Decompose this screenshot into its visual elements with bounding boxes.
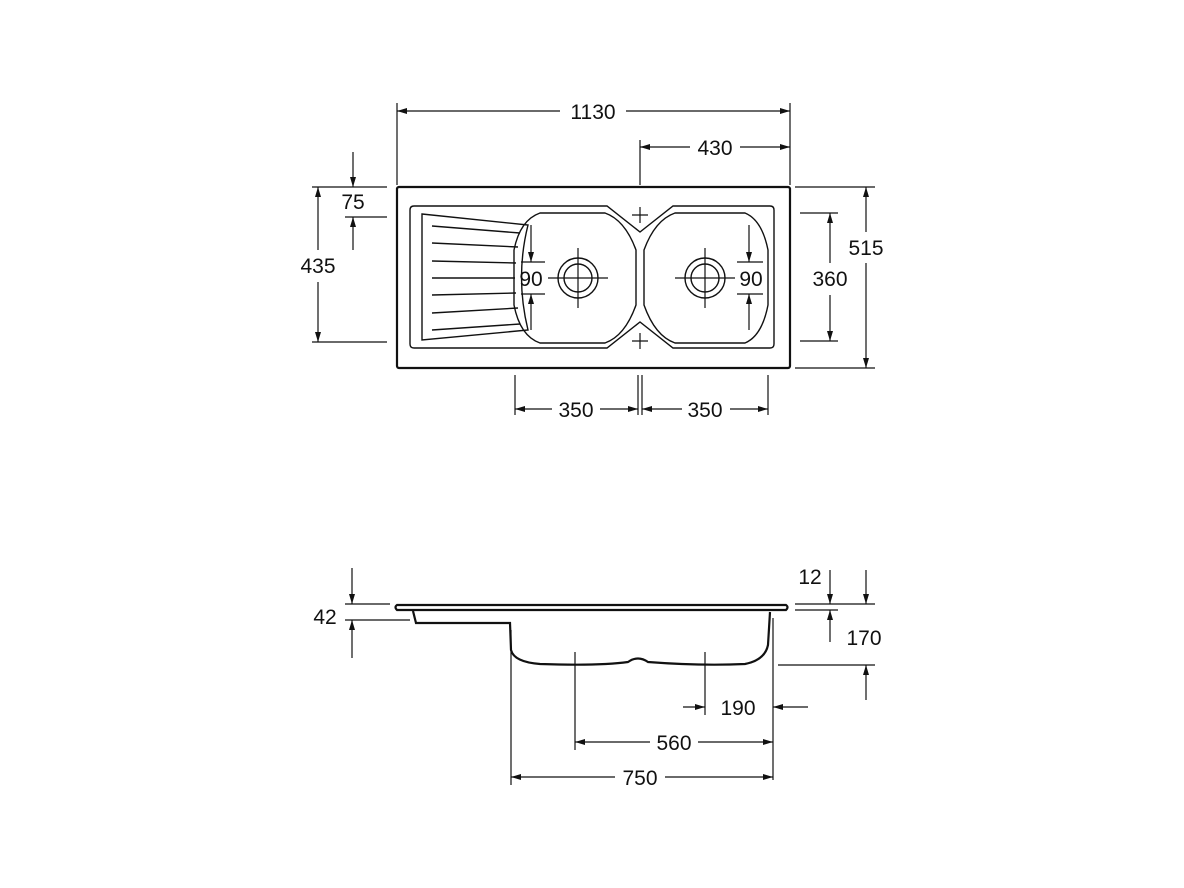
dim-drain-spacing: 560 [656, 732, 691, 755]
left-bowl [513, 212, 637, 344]
right-drain [675, 248, 735, 308]
dim-drainer-depth: 435 [300, 255, 335, 278]
dim-bowl-depth-side: 170 [846, 627, 881, 650]
dim-left-bowl-width: 350 [558, 399, 593, 422]
dim-drain-right: 90 [739, 268, 762, 291]
dim-drain-left: 90 [519, 268, 542, 291]
dim-overall-depth: 515 [848, 237, 883, 260]
dim-rim-height: 42 [313, 606, 336, 629]
dim-rim-to-bowl: 75 [341, 191, 364, 214]
dim-lip-thickness: 12 [798, 566, 821, 589]
inner-rim [409, 205, 775, 349]
dim-bowls-width: 750 [622, 767, 657, 790]
dim-bowl-depth: 360 [812, 268, 847, 291]
tap-hole-marker-bottom [632, 333, 648, 349]
bowl-profile [411, 610, 772, 666]
sink-outline [395, 185, 792, 370]
side-view: 42 12 170 190 560 750 [313, 566, 881, 790]
left-drain [548, 248, 608, 308]
dim-right-bowl-width: 350 [687, 399, 722, 422]
dim-bowl-offset: 430 [697, 137, 732, 160]
dim-overall-length: 1130 [570, 101, 615, 124]
top-view: 1130 430 75 435 515 360 90 90 350 350 [300, 101, 883, 422]
drainer-grooves [431, 225, 521, 331]
tap-hole-marker-top [632, 207, 648, 223]
drainer-area [421, 213, 529, 341]
sink-rim-profile [394, 603, 789, 612]
right-bowl [643, 212, 769, 344]
dim-drain-to-edge: 190 [720, 697, 755, 720]
